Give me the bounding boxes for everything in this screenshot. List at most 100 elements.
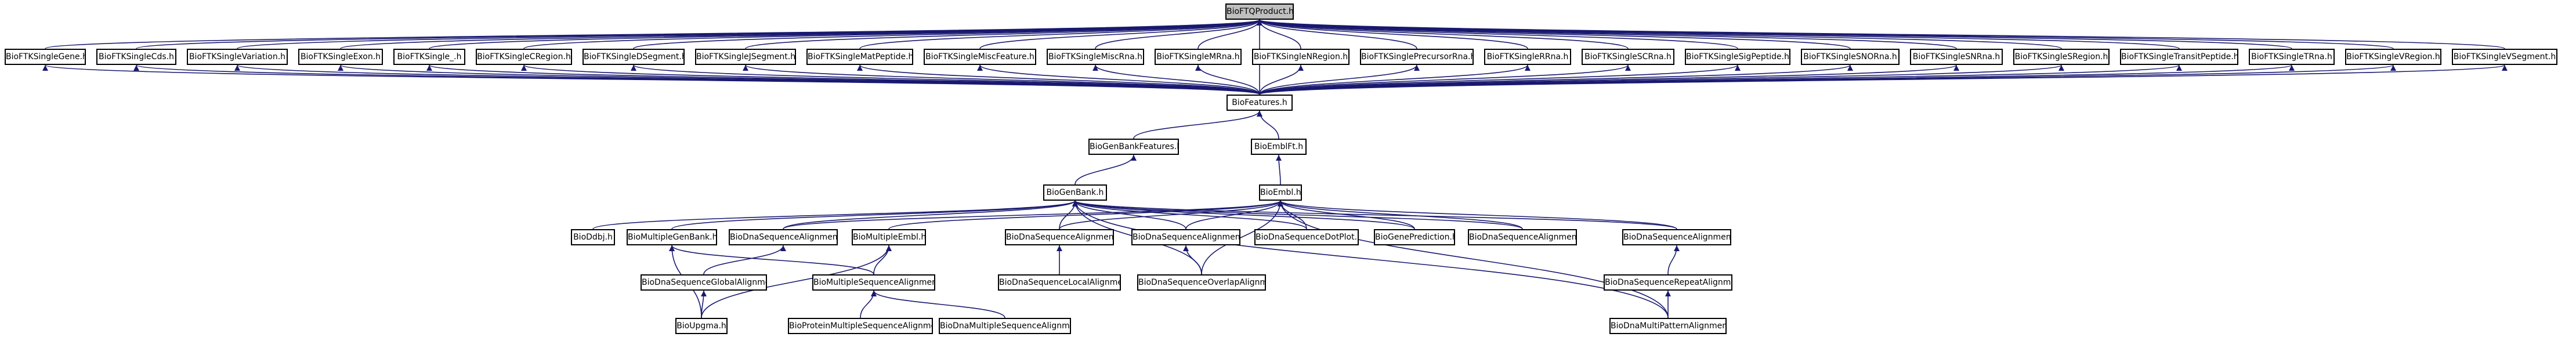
graph-edges (42, 19, 2508, 318)
edge-BioUpgma_h-to-BioMultipleEmbl_h (701, 245, 892, 318)
edge-BioEmblFt_h-to-BioFeatures_h (1257, 110, 1279, 139)
edge-BioFTKSingleCRegion_h-to-BioFTQProduct_h (523, 19, 1262, 49)
node-biogenbankfeatures[interactable]: BioGenBankFeatures.h (1088, 139, 1179, 155)
node-bioftksinglerrna[interactable]: BioFTKSingleRRna.h (1484, 49, 1571, 65)
node-biofeatures[interactable]: BioFeatures.h (1227, 95, 1293, 111)
edge-BioFTKSingleSigPeptide_h-to-BioFTQProduct_h (1257, 19, 1738, 49)
edge-BioDnaSequenceRepeatAlignment_h-to-BioDnaSequenceAlignment_h_e (1667, 245, 1680, 275)
edge-BioFTKSingleMatPeptide_h-to-BioFTQProduct_h (859, 19, 1262, 49)
edge-BioDnaSequenceOverlapAlignment_h-to-BioEmbl_h (1201, 200, 1283, 275)
node-biodnasequencealignment-4[interactable]: BioDnaSequenceAlignment.h (1468, 229, 1577, 245)
edge-BioFeatures_h-to-BioFTKSingleSNORna_h (1259, 64, 1853, 95)
node-bioddbj[interactable]: BioDdbj.h (571, 229, 615, 245)
node-bioproteinmultiplesequencealignment[interactable]: BioProteinMultipleSequenceAlignment.h (788, 318, 933, 334)
edge-BioFTKSingleJSegment_h-to-BioFTQProduct_h (745, 19, 1262, 49)
node-bioftksingle-underscore[interactable]: BioFTKSingle_.h (393, 49, 465, 65)
edge-BioFeatures_h-to-BioFTKSingleTRna_h (1259, 64, 2295, 95)
node-bioftksingleprecursorrna[interactable]: BioFTKSinglePrecursorRna.h (1360, 49, 1474, 65)
node-biodnasequencelocalalignment[interactable]: BioDnaSequenceLocalAlignment.h (998, 274, 1121, 291)
node-biomultiplesequencealignment[interactable]: BioMultipleSequenceAlignment.h (812, 274, 935, 291)
edge-BioFTKSingleCds_h-to-BioFTQProduct_h (136, 19, 1262, 49)
edge-BioFeatures_h-to-BioFTKSingleMatPeptide_h (857, 64, 1260, 95)
node-bioftksingleexon[interactable]: BioFTKSingleExon.h (298, 49, 383, 65)
edge-BioFeatures_h-to-BioFTKSingleMRna_h (1195, 64, 1260, 95)
node-bioftksinglesnorna[interactable]: BioFTKSingleSNORna.h (1801, 49, 1900, 65)
edge-BioFeatures_h-to-BioFTKSingleSCRna_h (1259, 64, 1631, 95)
node-biodnamultiplesequencealignment[interactable]: BioDnaMultipleSequenceAlignment.h (939, 318, 1071, 334)
edge-BioDnaSequenceAlignment_h_e-to-BioEmbl_h (1278, 200, 1677, 230)
node-bioupgma[interactable]: BioUpgma.h (675, 318, 728, 334)
edge-BioDnaSequenceAlignment_h_c-to-BioEmbl_h (1185, 200, 1283, 230)
node-bioftksinglegene[interactable]: BioFTKSingleGene.h (5, 49, 86, 65)
node-biodnasequencealignment-1[interactable]: BioDnaSequenceAlignment.h (729, 229, 838, 245)
edge-BioDnaSequenceAlignment_h_a-to-BioGenBank_h (783, 200, 1078, 230)
node-biodnasequencerepeatalignment[interactable]: BioDnaSequenceRepeatAlignment.h (1604, 274, 1732, 291)
edge-BioFTKSinglePrecursorRna_h-to-BioFTQProduct_h (1257, 19, 1417, 49)
edge-BioEmbl_h-to-BioEmblFt_h (1276, 154, 1282, 185)
node-bioftksinglevsegment[interactable]: BioFTKSingleVSegment.h (2452, 49, 2557, 65)
node-biodnasequencedotplot[interactable]: BioDnaSequenceDotPlot.h (1254, 229, 1359, 245)
node-bioftksingletransitpeptide[interactable]: BioFTKSingleTransitPeptide.h (2120, 49, 2238, 65)
edge-BioDnaSequenceAlignment_h_b-to-BioEmbl_h (1059, 200, 1283, 230)
edge-BioDnaSequenceAlignment_h_d-to-BioGenBank_h (1072, 200, 1523, 230)
edge-BioFeatures_h-to-BioFTKSingleSRegion_h (1259, 64, 2064, 95)
node-bioftksingledsegment[interactable]: BioFTKSingleDSegment.h (583, 49, 685, 65)
node-bioftqproduct[interactable]: BioFTQProduct.h (1225, 3, 1294, 20)
edge-BioGenePrediction_h-to-BioGenBank_h (1072, 200, 1415, 230)
edge-BioFTKSingleSNORna_h-to-BioFTQProduct_h (1257, 19, 1851, 49)
node-biogenbank[interactable]: BioGenBank.h (1043, 184, 1107, 201)
node-bioftksinglevregion[interactable]: BioFTKSingleVRegion.h (2345, 49, 2441, 65)
node-biodnasequencealignment-3[interactable]: BioDnaSequenceAlignment.h (1131, 229, 1240, 245)
edge-BioFTKSingleDSegment_h-to-BioFTQProduct_h (633, 19, 1262, 49)
node-bioftksinglecds[interactable]: BioFTKSingleCds.h (96, 49, 176, 65)
node-bioemblft[interactable]: BioEmblFt.h (1251, 139, 1307, 155)
node-bioftksinglemiscrna[interactable]: BioFTKSingleMiscRna.h (1047, 49, 1144, 65)
edge-BioFTKSingleMiscRna_h-to-BioFTQProduct_h (1095, 19, 1262, 49)
edge-BioMultipleGenBank_h-to-BioGenBank_h (671, 200, 1078, 230)
edge-BioFTKSingleVariation_h-to-BioFTQProduct_h (237, 19, 1262, 49)
edge-BioDnaSequenceAlignment_h_d-to-BioEmbl_h (1278, 200, 1523, 230)
node-biodnasequencealignment-2[interactable]: BioDnaSequenceAlignment.h (1005, 229, 1114, 245)
edge-BioDnaSequenceGlobalAlignment_h-to-BioDnaSequenceAlignment_h_a (703, 245, 786, 275)
node-bioftksinglemiscfeature[interactable]: BioFTKSingleMiscFeature.h (924, 49, 1036, 65)
node-bioftksinglecregion[interactable]: BioFTKSingleCRegion.h (476, 49, 572, 65)
node-bioftksinglesigpeptide[interactable]: BioFTKSingleSigPeptide.h (1685, 49, 1790, 65)
edge-BioFeatures_h-to-BioFTKSingleSigPeptide_h (1259, 64, 1741, 95)
edge-BioFeatures_h-to-BioFTKSingleMiscRna_h (1092, 64, 1260, 95)
node-biomultiplegenbank[interactable]: BioMultipleGenBank.h (627, 229, 717, 245)
node-bioftksinglescrna[interactable]: BioFTKSingleSCRna.h (1582, 49, 1674, 65)
node-biodnasequencealignment-5[interactable]: BioDnaSequenceAlignment.h (1622, 229, 1731, 245)
node-bioftksinglemrna[interactable]: BioFTKSingleMRna.h (1155, 49, 1242, 65)
edge-BioFeatures_h-to-BioFTKSingleVariation_h (234, 64, 1260, 95)
edge-BioDnaSequenceDotPlot_h-to-BioGenBank_h (1072, 200, 1307, 230)
edge-BioDnaSequenceAlignment_h_e-to-BioGenBank_h (1072, 200, 1677, 230)
edge-BioFeatures_h-to-BioFTKSingleNRegion_h (1259, 64, 1304, 95)
edge-BioGenBank_h-to-BioGenBankFeatures_h (1074, 154, 1137, 185)
edge-BioMultipleSequenceAlignment_h-to-BioMultipleGenBank_h (669, 245, 874, 275)
node-bioftksingletrna[interactable]: BioFTKSingleTRna.h (2249, 49, 2335, 65)
node-biomultipleembl[interactable]: BioMultipleEmbl.h (852, 229, 926, 245)
node-biodnamultipatternalignment[interactable]: BioDnaMultiPatternAlignment.h (1609, 318, 1727, 334)
node-bioftksinglenregion[interactable]: BioFTKSingleNRegion.h (1252, 49, 1349, 65)
edge-BioFTKSingleRRna_h-to-BioFTQProduct_h (1257, 19, 1528, 49)
edge-BioFeatures_h-to-BioFTKSingleMiscFeature_h (977, 64, 1260, 95)
edge-BioFeatures_h-to-BioFTKSinglePrecursorRna_h (1259, 64, 1420, 95)
edge-BioGenBankFeatures_h-to-BioFeatures_h (1133, 110, 1262, 139)
node-bioftksinglesregion[interactable]: BioFTKSingleSRegion.h (2013, 49, 2110, 65)
node-biodnasequenceglobalalignment[interactable]: BioDnaSequenceGlobalAlignment.h (641, 274, 767, 291)
edge-BioDnaMultipleSequenceAlignment_h-to-BioMultipleSequenceAlignment_h (871, 290, 1005, 318)
edge-BioFeatures_h-to-BioFTKSingleRRna_h (1259, 64, 1531, 95)
edge-BioGenePrediction_h-to-BioEmbl_h (1278, 200, 1415, 230)
node-bioftksinglematpeptide[interactable]: BioFTKSingleMatPeptide.h (806, 49, 913, 65)
edge-BioFeatures_h-to-BioFTKSingleCds_h (133, 64, 1260, 95)
node-bioftksinglejsegment[interactable]: BioFTKSingleJSegment.h (695, 49, 796, 65)
edge-BioFTKSingleVSegment_h-to-BioFTQProduct_h (1257, 19, 2505, 49)
node-biodnasequenceoverlapalignment[interactable]: BioDnaSequenceOverlapAlignment.h (1137, 274, 1266, 291)
node-biogeneprediction[interactable]: BioGenePrediction.h (1374, 229, 1455, 245)
node-bioftksinglevariation[interactable]: BioFTKSingleVariation.h (187, 49, 288, 65)
node-bioembl[interactable]: BioEmbl.h (1259, 184, 1302, 201)
edge-BioFTKSingleSCRna_h-to-BioFTQProduct_h (1257, 19, 1629, 49)
edge-BioFeatures_h-to-BioFTKSingleCRegion_h (521, 64, 1260, 95)
node-bioftksinglesnrna[interactable]: BioFTKSingleSNRna.h (1910, 49, 2003, 65)
